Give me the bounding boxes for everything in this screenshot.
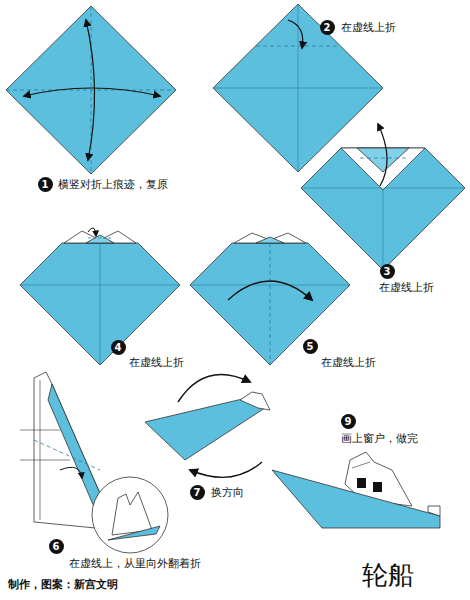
callout-text: 7 <box>194 487 201 498</box>
credit-caption: 制作，图案：新宫文明 <box>8 577 118 592</box>
callout-number: 5 <box>303 339 318 354</box>
callout-number: 9 <box>341 414 356 429</box>
callout-text: 6 <box>53 541 60 552</box>
callout-number: 1 <box>38 177 53 192</box>
callout-text: 1 <box>42 179 49 190</box>
step-instruction: 在虚线上折 <box>320 355 377 370</box>
callout-text: 3 <box>384 266 391 277</box>
step-instruction: 横竖对折上痕迹，复原 <box>57 177 169 192</box>
callout-text: 5 <box>307 341 314 352</box>
step-instruction: 在虚线上折 <box>378 280 435 295</box>
callout-number: 4 <box>111 340 126 355</box>
step-instruction: 换方向 <box>210 485 245 500</box>
callout-text: 4 <box>115 342 122 353</box>
step-instruction: 在虚线上折 <box>128 355 185 370</box>
callout-number: 7 <box>190 485 205 500</box>
step-instruction: 画上窗户，做完 <box>340 431 419 446</box>
callout-text: 2 <box>324 22 331 33</box>
callout-number: 6 <box>49 539 64 554</box>
step-instruction: 在虚线上，从里向外翻着折 <box>68 556 202 571</box>
callout-number: 3 <box>380 264 395 279</box>
step-instruction: 在虚线上折 <box>340 20 397 35</box>
callout-text: 9 <box>345 416 352 427</box>
callout-number: 2 <box>320 20 335 35</box>
title: 轮船 <box>362 558 414 593</box>
